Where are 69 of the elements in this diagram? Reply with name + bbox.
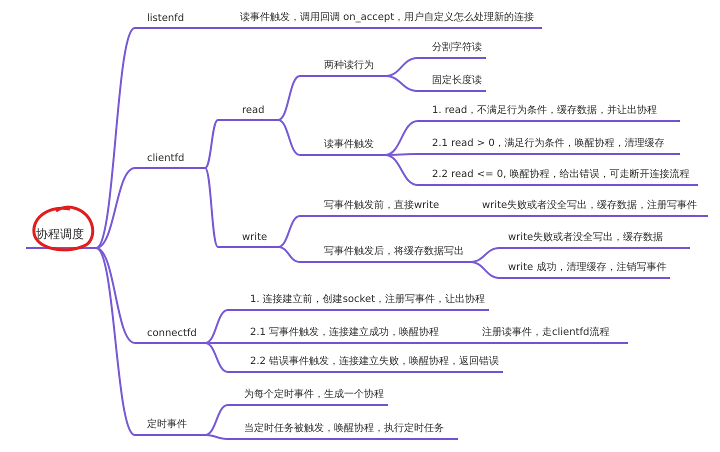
branch-line	[204, 434, 228, 440]
topic-line	[418, 135, 680, 155]
topic-line	[478, 197, 708, 217]
topic-text: read	[242, 105, 265, 116]
topic-text: 1. read，不满足行为条件，缓存数据，并让出协程	[432, 104, 658, 117]
branch-line	[95, 247, 136, 436]
branch-line	[278, 215, 300, 248]
branch-line	[384, 154, 418, 186]
topic-line	[300, 243, 470, 263]
topic-line	[500, 259, 670, 279]
topic-line	[228, 353, 503, 373]
topic-line	[418, 39, 486, 59]
topic-text: write失败或者没全写出，缓存数据，注册写事件	[482, 198, 698, 212]
topic-text: 分割字符读	[432, 40, 482, 54]
topic-text: 写事件触发前，直接write	[324, 198, 440, 212]
branch-line	[278, 246, 300, 263]
topic-text: 读事件触发	[324, 138, 374, 151]
branch-line	[460, 342, 478, 344]
topic-line	[135, 416, 205, 436]
branch-line	[458, 215, 478, 217]
topic-line	[300, 136, 385, 156]
branch-line	[95, 27, 136, 249]
topic-line	[418, 166, 698, 186]
branch-line	[96, 167, 136, 249]
topic-text: listenfd	[147, 13, 184, 24]
branch-line	[205, 342, 228, 344]
topic-text: 为每个定时事件，生成一个协程	[244, 388, 384, 401]
branch-line	[215, 27, 232, 29]
topic-text: write失败或者没全写出，缓存数据	[508, 230, 664, 244]
branch-line	[384, 120, 418, 156]
branch-line	[278, 75, 300, 121]
topic-text: 2.2 错误事件触发，连接建立失败，唤醒协程，返回错误	[250, 354, 500, 368]
topic-line	[300, 57, 385, 77]
branch-line	[204, 404, 228, 436]
topic-line	[300, 197, 458, 217]
topic-line	[418, 72, 486, 92]
topic-line	[228, 324, 460, 344]
topic-text: write	[242, 232, 268, 243]
topic-text: 定时事件	[147, 418, 187, 431]
topic-line	[228, 291, 489, 311]
topic-text: 写事件触发后，将缓存数据写出	[324, 244, 464, 258]
topic-text: 当定时任务被触发，唤醒协程，执行定时任务	[244, 422, 444, 435]
topic-line	[478, 324, 628, 344]
topic-text: 2.1 写事件触发，连接建立成功，唤醒协程	[250, 326, 440, 339]
branch-line	[96, 247, 136, 344]
topic-text: write 成功，清理缓存，注销写事件	[508, 260, 666, 274]
topic-text: 两种读行为	[324, 58, 374, 72]
topic-text: 注册读事件，走clientfd流程	[482, 326, 610, 339]
branch-line	[204, 119, 219, 169]
branch-line	[384, 75, 418, 92]
topic-text: connectfd	[147, 328, 197, 339]
topic-line	[228, 386, 388, 406]
branch-line	[385, 153, 418, 156]
topic-text: 2.1 read > 0，满足行为条件，唤醒协程，清理缓存	[432, 136, 665, 150]
branch-line	[470, 261, 500, 279]
topic-text: 固定长度读	[432, 74, 482, 87]
branch-line	[204, 167, 219, 248]
topic-line	[418, 102, 680, 122]
topic-text: 读事件触发，调用回调 on_accept，用户自定义怎么处理新的连接	[240, 10, 534, 24]
topic-line	[232, 9, 542, 29]
topic-text: 协程调度	[36, 226, 84, 243]
topic-line	[228, 420, 458, 440]
topic-text: 2.2 read <= 0, 唤醒协程，给出错误，可走断开连接流程	[432, 168, 690, 181]
branch-line	[204, 342, 228, 373]
branch-line	[278, 119, 300, 156]
topic-text: 1. 连接建立前，创建socket，注册写事件，让出协程	[250, 292, 486, 306]
topic-text: clientfd	[147, 153, 184, 164]
topic-line	[500, 229, 690, 249]
branch-line	[204, 309, 228, 344]
